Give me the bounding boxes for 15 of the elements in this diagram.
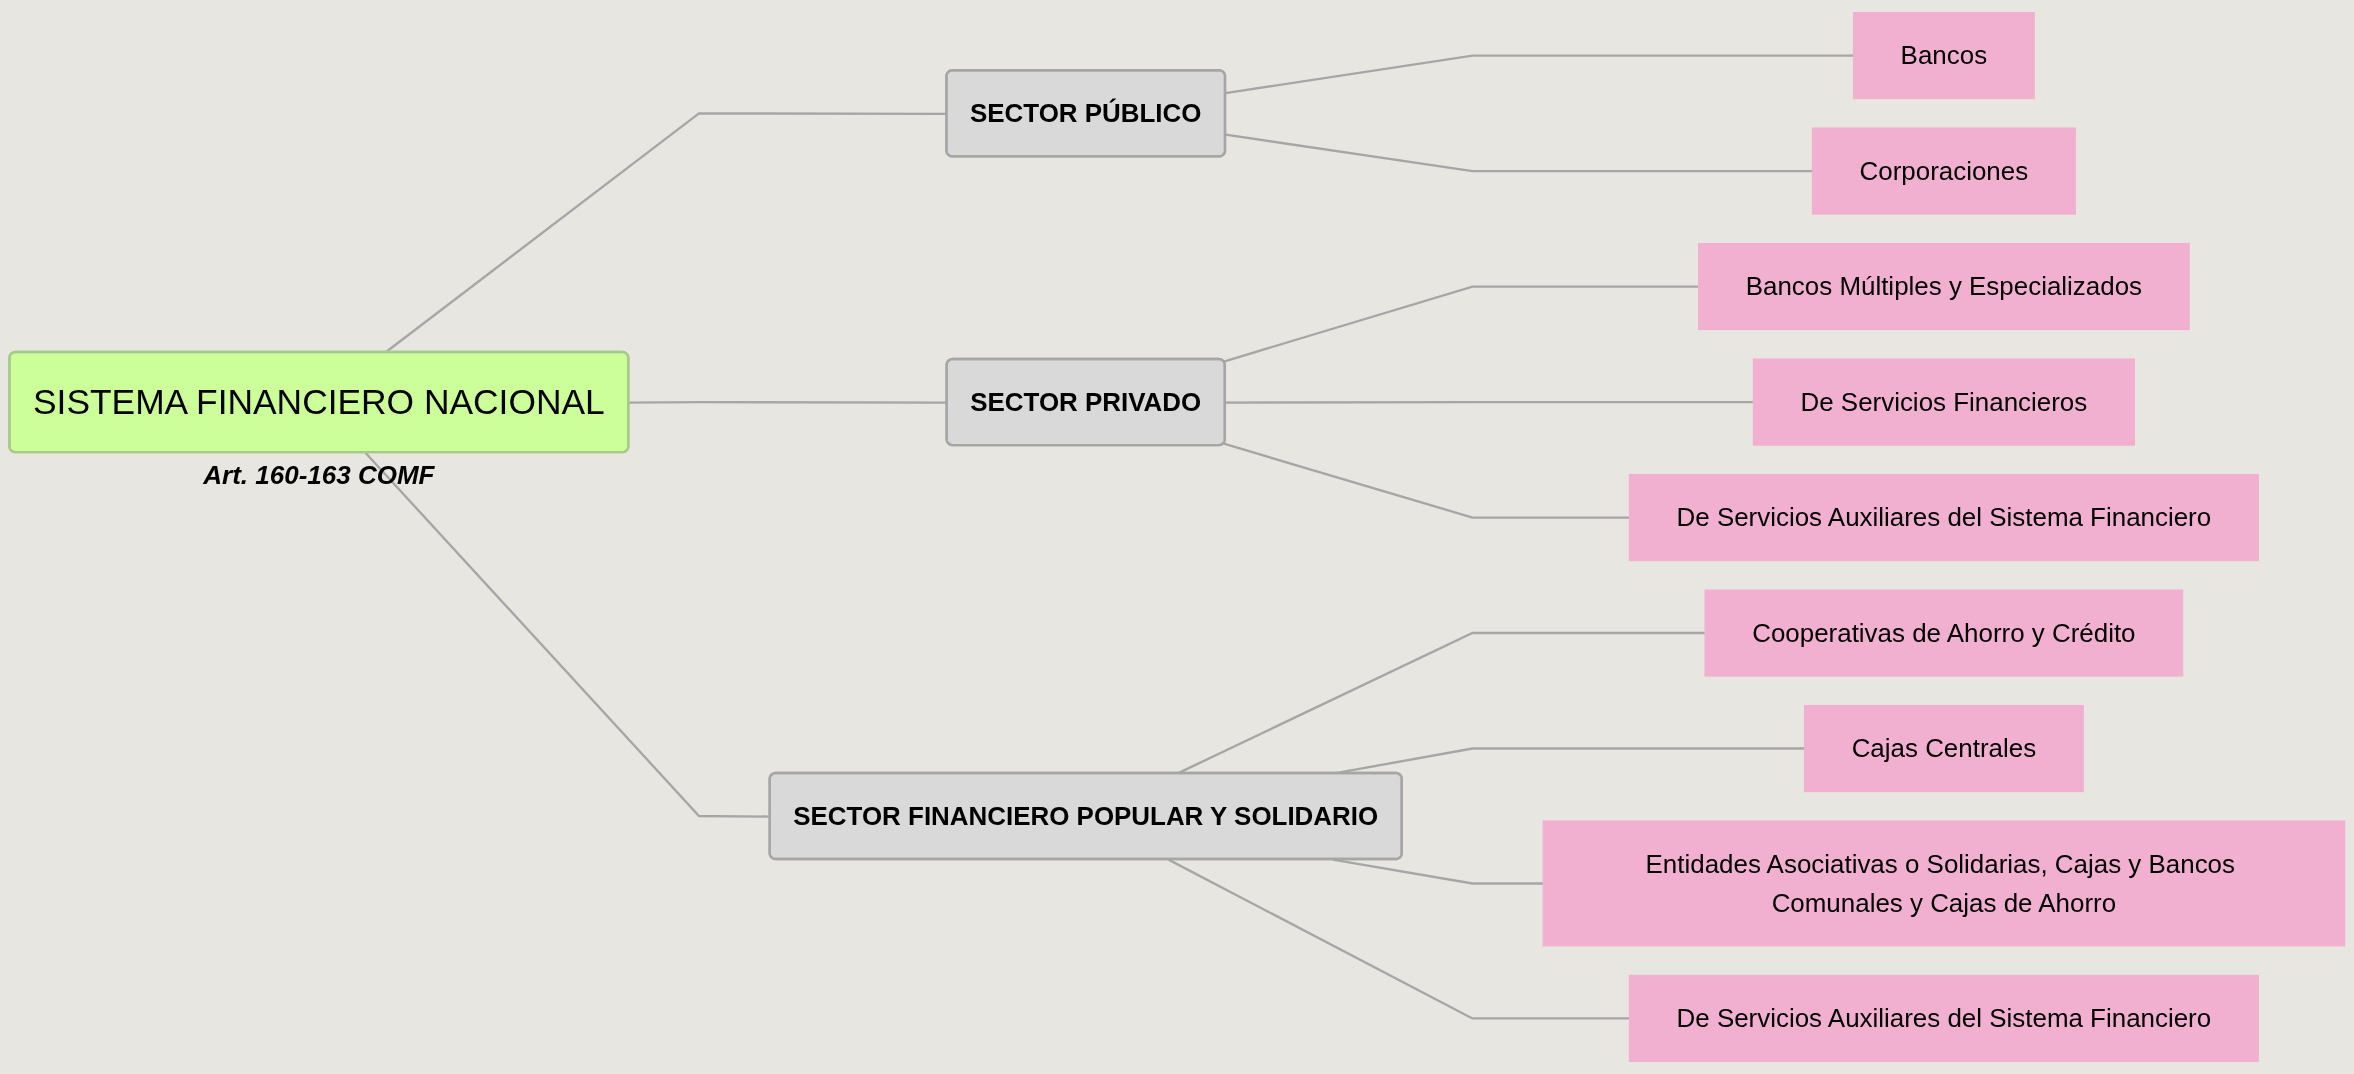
node-box: Cajas Centrales [1803, 704, 2084, 793]
connector [1225, 400, 1754, 404]
node-box: Corporaciones [1811, 127, 2076, 215]
node-box: De Servicios Auxiliares del Sistema Financiero [1628, 473, 2259, 562]
node-box: Bancos [1852, 11, 2035, 100]
node-box: Cooperativas de Ahorro y Crédito [1704, 589, 2184, 677]
connector [1223, 442, 1630, 519]
node-box: Bancos Múltiples y Especializados [1697, 242, 2190, 331]
connector [1225, 133, 1813, 173]
node-box: De Servicios Auxiliares del Sistema Financiero [1628, 974, 2259, 1063]
connector [1225, 54, 1854, 95]
node-box: De Servicios Financieros [1752, 358, 2135, 446]
beside-note: Art. 160-163 COMF [202, 460, 436, 492]
node-box: Entidades Asociativas o Solidarias, Cajas y Bancos Comunales y Cajas de Ahorro [1542, 820, 2346, 947]
connector [1223, 285, 1699, 363]
